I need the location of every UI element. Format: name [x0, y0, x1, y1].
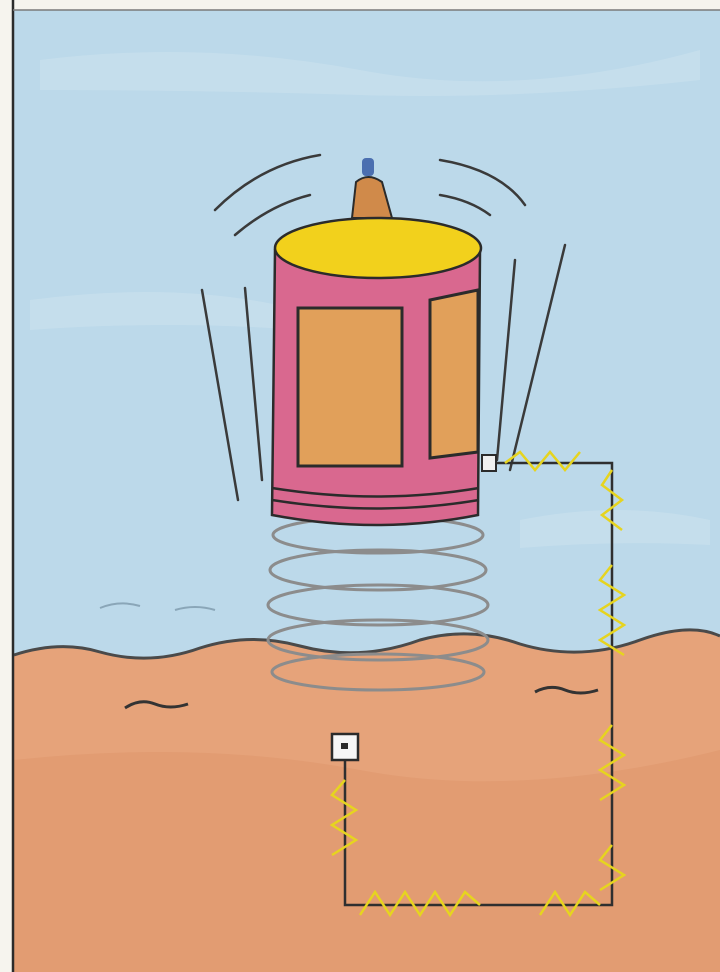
- beacon-light: [362, 158, 374, 176]
- buoy-top: [275, 218, 481, 278]
- ground-shade: [14, 750, 720, 972]
- generator-dot: [341, 743, 348, 749]
- buoy-window-left: [298, 308, 402, 466]
- buoy-connector: [482, 455, 496, 471]
- buoy-window-right: [430, 290, 478, 458]
